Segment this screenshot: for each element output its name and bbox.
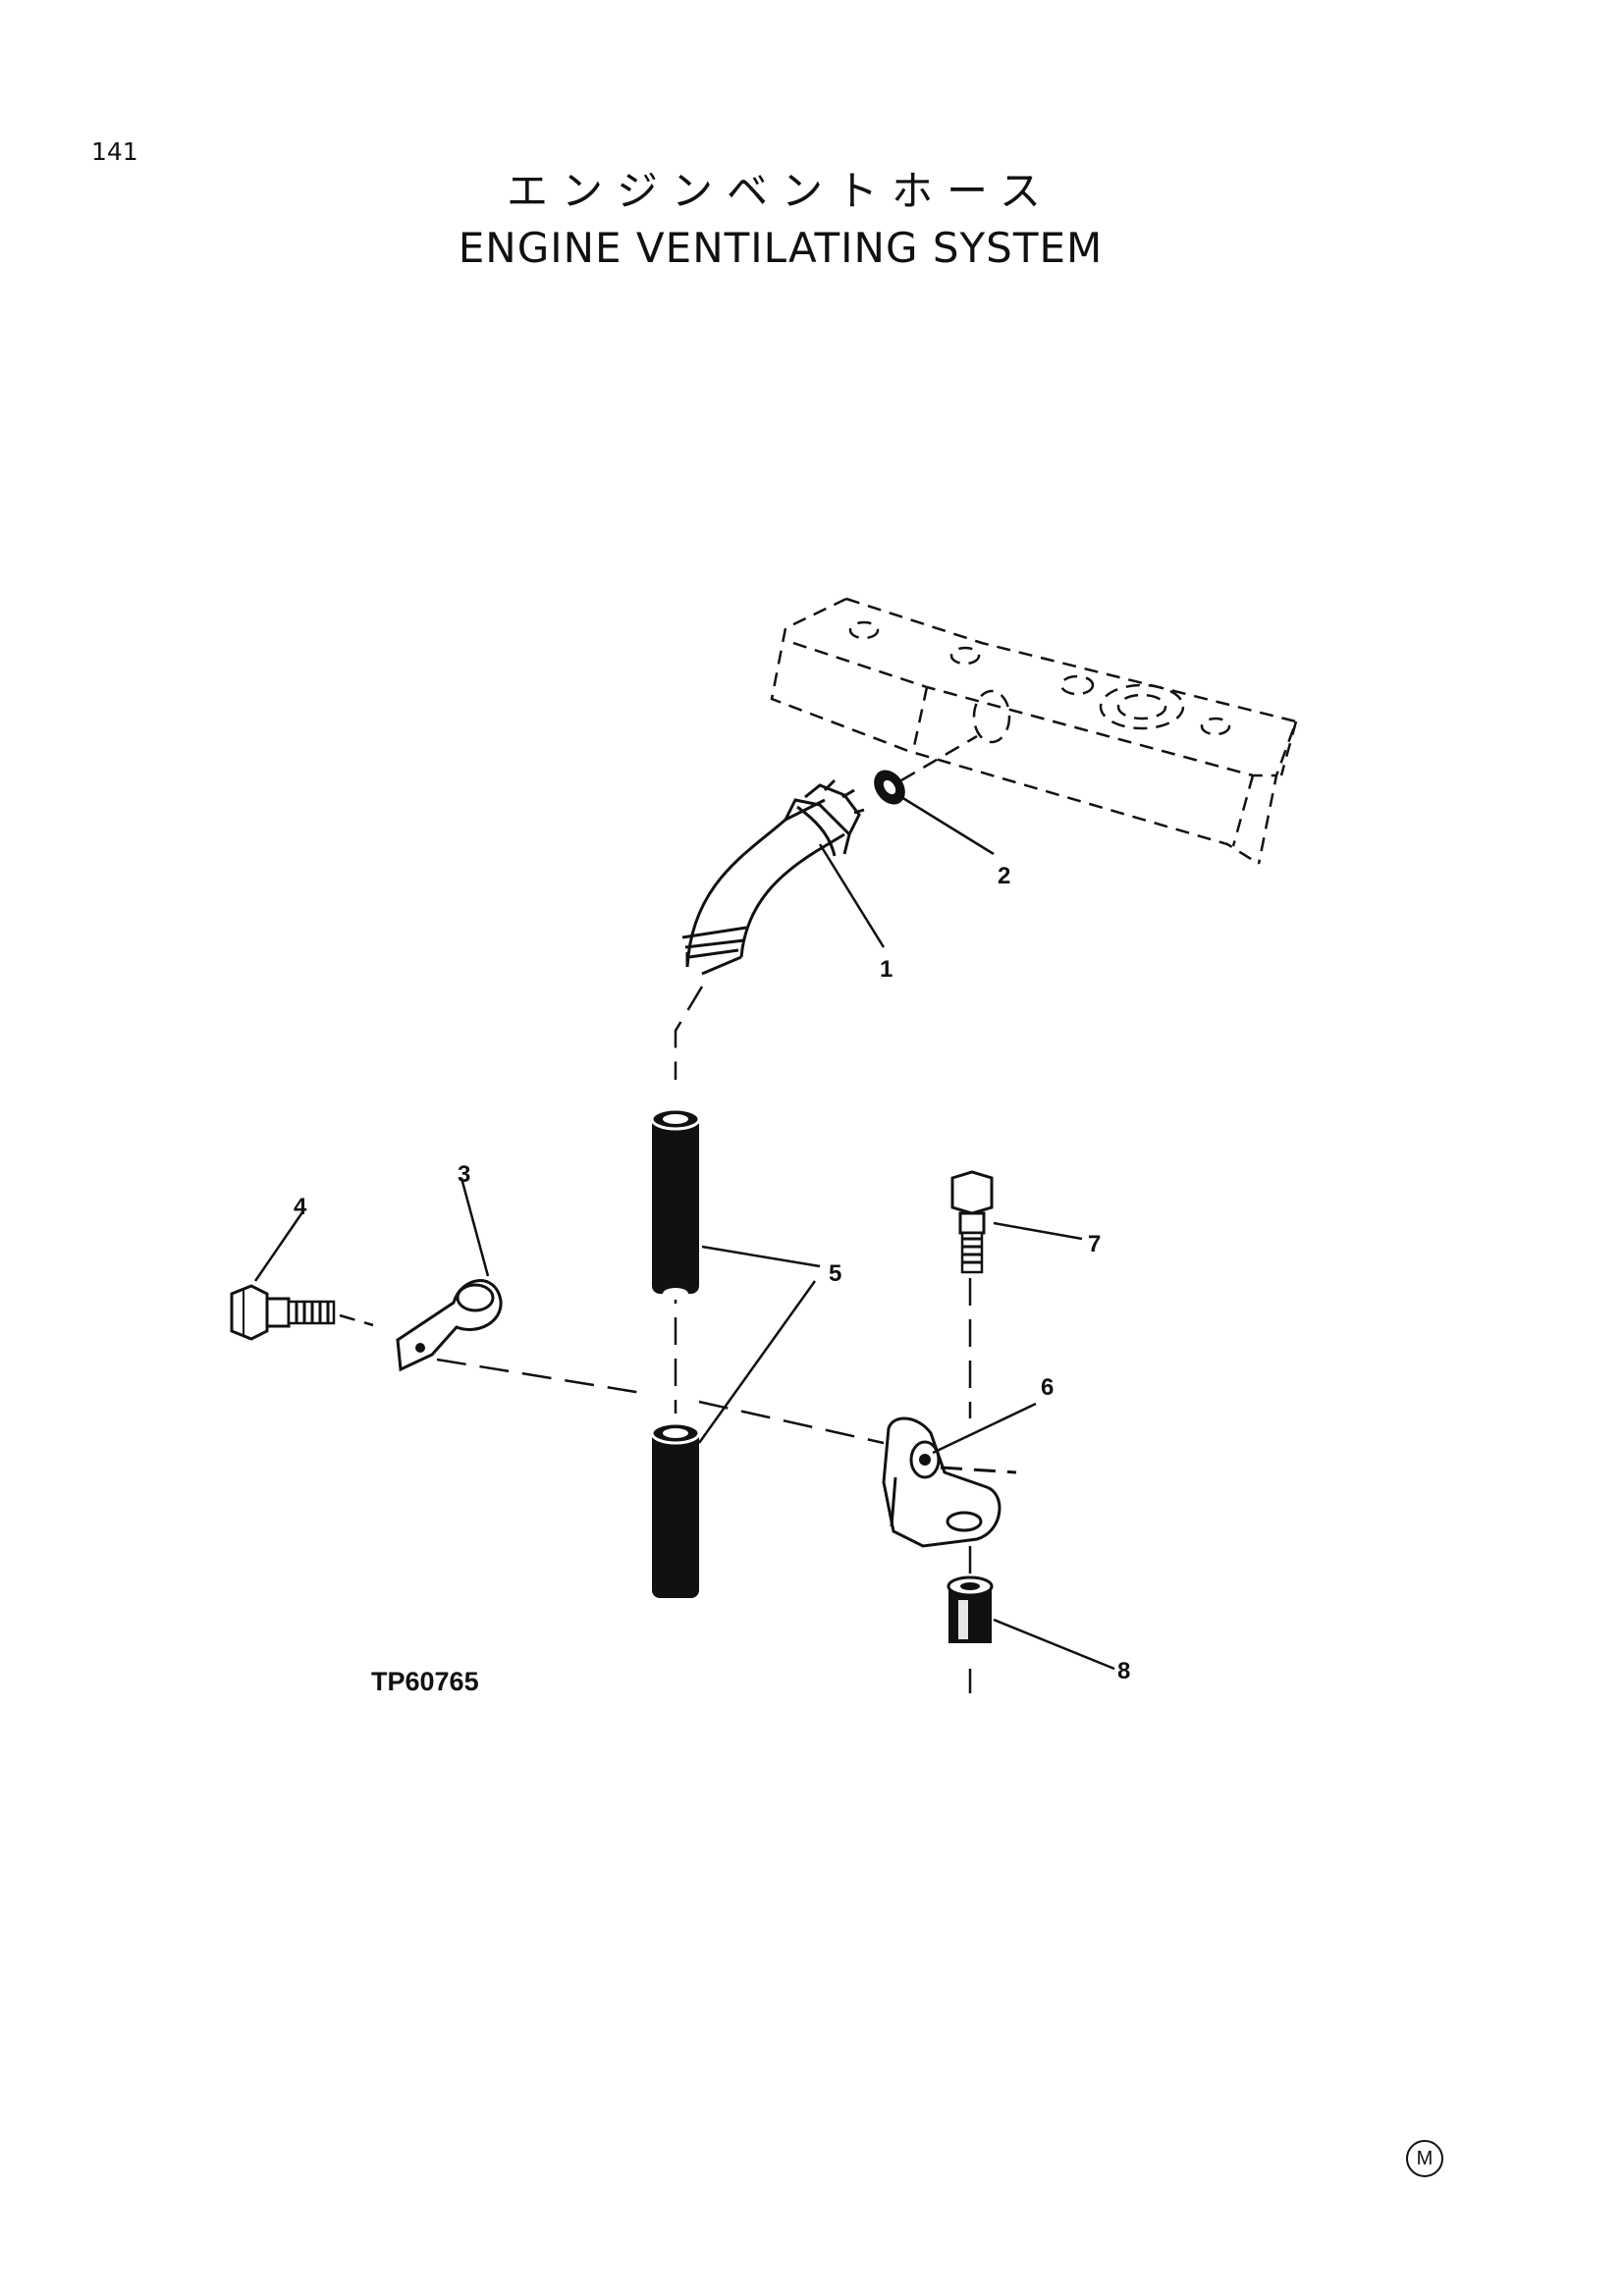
engine-cover-outline — [770, 597, 1298, 866]
callout-4: 4 — [294, 1194, 307, 1220]
clip-part-3 — [396, 1279, 503, 1372]
gasket-part-2 — [874, 734, 978, 805]
bracket-part-6 — [882, 1416, 1017, 1548]
callout-6: 6 — [1041, 1374, 1054, 1401]
title-block: エンジンベントホース ENGINE VENTILATING SYSTEM — [0, 163, 1561, 277]
callout-1: 1 — [880, 956, 893, 983]
title-japanese: エンジンベントホース — [507, 167, 1055, 215]
spacer-part-8 — [947, 1575, 994, 1643]
assembly-line-clip-bracket — [436, 1358, 885, 1445]
elbow-hose-part-1 — [681, 778, 865, 976]
callout-5-upper: 5 — [829, 1260, 841, 1287]
title-english: ENGINE VENTILATING SYSTEM — [458, 224, 1104, 272]
callout-3: 3 — [458, 1161, 470, 1188]
bolt-part-7 — [950, 1170, 994, 1274]
bolt-part-4 — [230, 1284, 374, 1341]
circled-m-mark: M — [1406, 2140, 1443, 2177]
callout-2: 2 — [998, 863, 1010, 889]
callout-7: 7 — [1088, 1231, 1101, 1257]
callout-8: 8 — [1117, 1658, 1130, 1684]
hose-part-5-lower — [650, 1421, 701, 1598]
leader-lines — [253, 795, 1115, 1671]
figure-code: TP60765 — [371, 1667, 479, 1696]
hose-part-5-upper — [650, 1107, 701, 1300]
page-number: 141 — [91, 137, 138, 166]
